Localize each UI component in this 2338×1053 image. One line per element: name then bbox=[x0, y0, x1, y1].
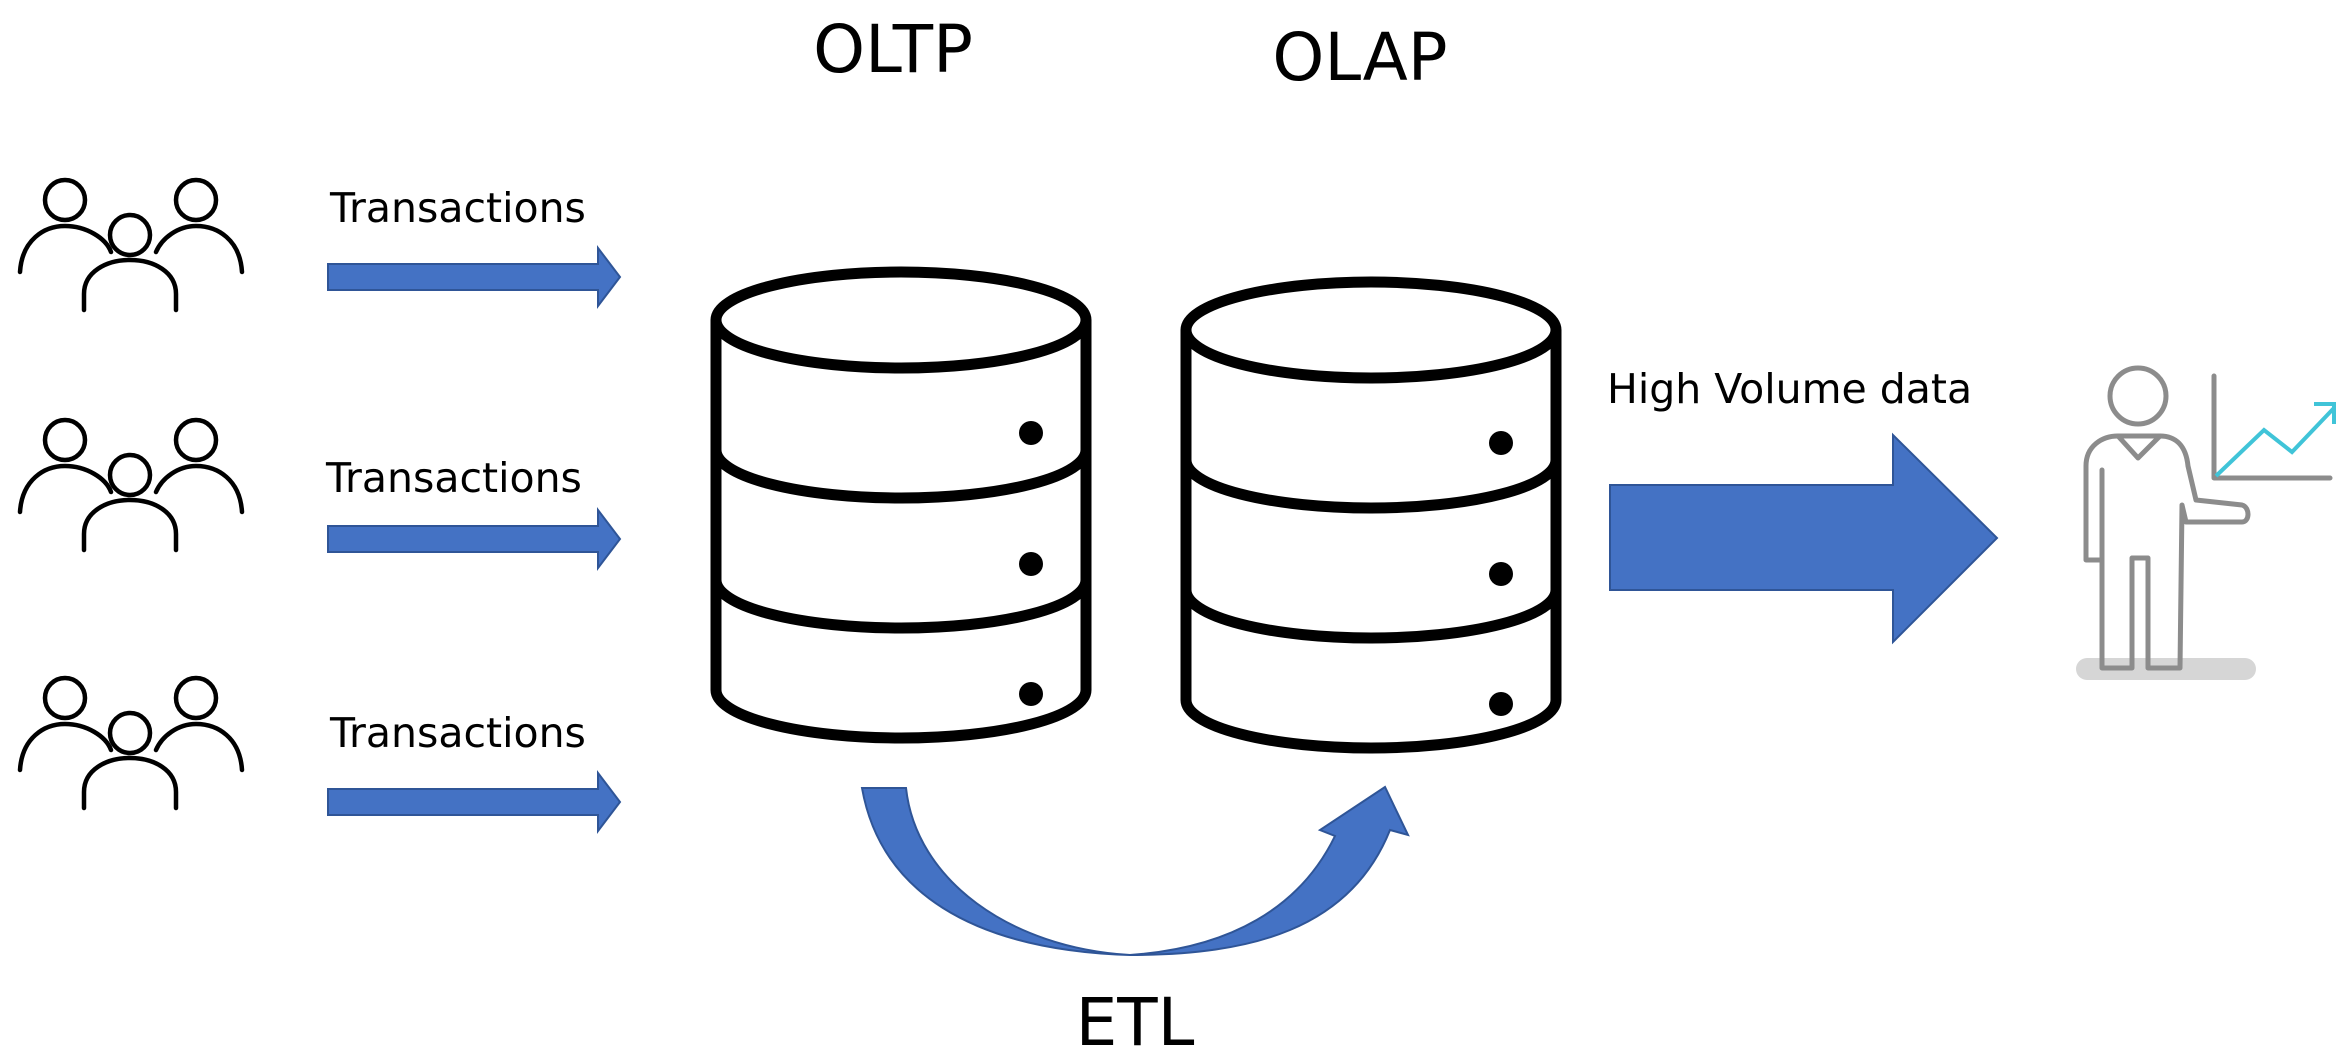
oltp-database-icon bbox=[716, 272, 1086, 738]
olap-database-icon bbox=[1186, 282, 1556, 748]
transactions-arrow bbox=[327, 772, 621, 832]
transactions-arrow bbox=[327, 247, 621, 307]
etl-curved-arrow bbox=[860, 785, 1410, 957]
users-group-icon bbox=[20, 180, 242, 310]
analyst-presenting-chart-icon bbox=[2076, 365, 2336, 680]
transactions-arrow bbox=[327, 509, 621, 569]
users-group-icon bbox=[20, 420, 242, 550]
transactions-label: Transactions bbox=[329, 709, 586, 757]
transactions-label: Transactions bbox=[329, 184, 586, 232]
transactions-label: Transactions bbox=[325, 454, 582, 502]
users-group-icon bbox=[20, 678, 242, 808]
high-volume-data-label: High Volume data bbox=[1607, 365, 1972, 413]
etl-label: ETL bbox=[1076, 984, 1195, 1053]
oltp-label: OLTP bbox=[813, 11, 973, 88]
high-volume-arrow bbox=[1609, 432, 1999, 645]
olap-label: OLAP bbox=[1272, 19, 1447, 96]
